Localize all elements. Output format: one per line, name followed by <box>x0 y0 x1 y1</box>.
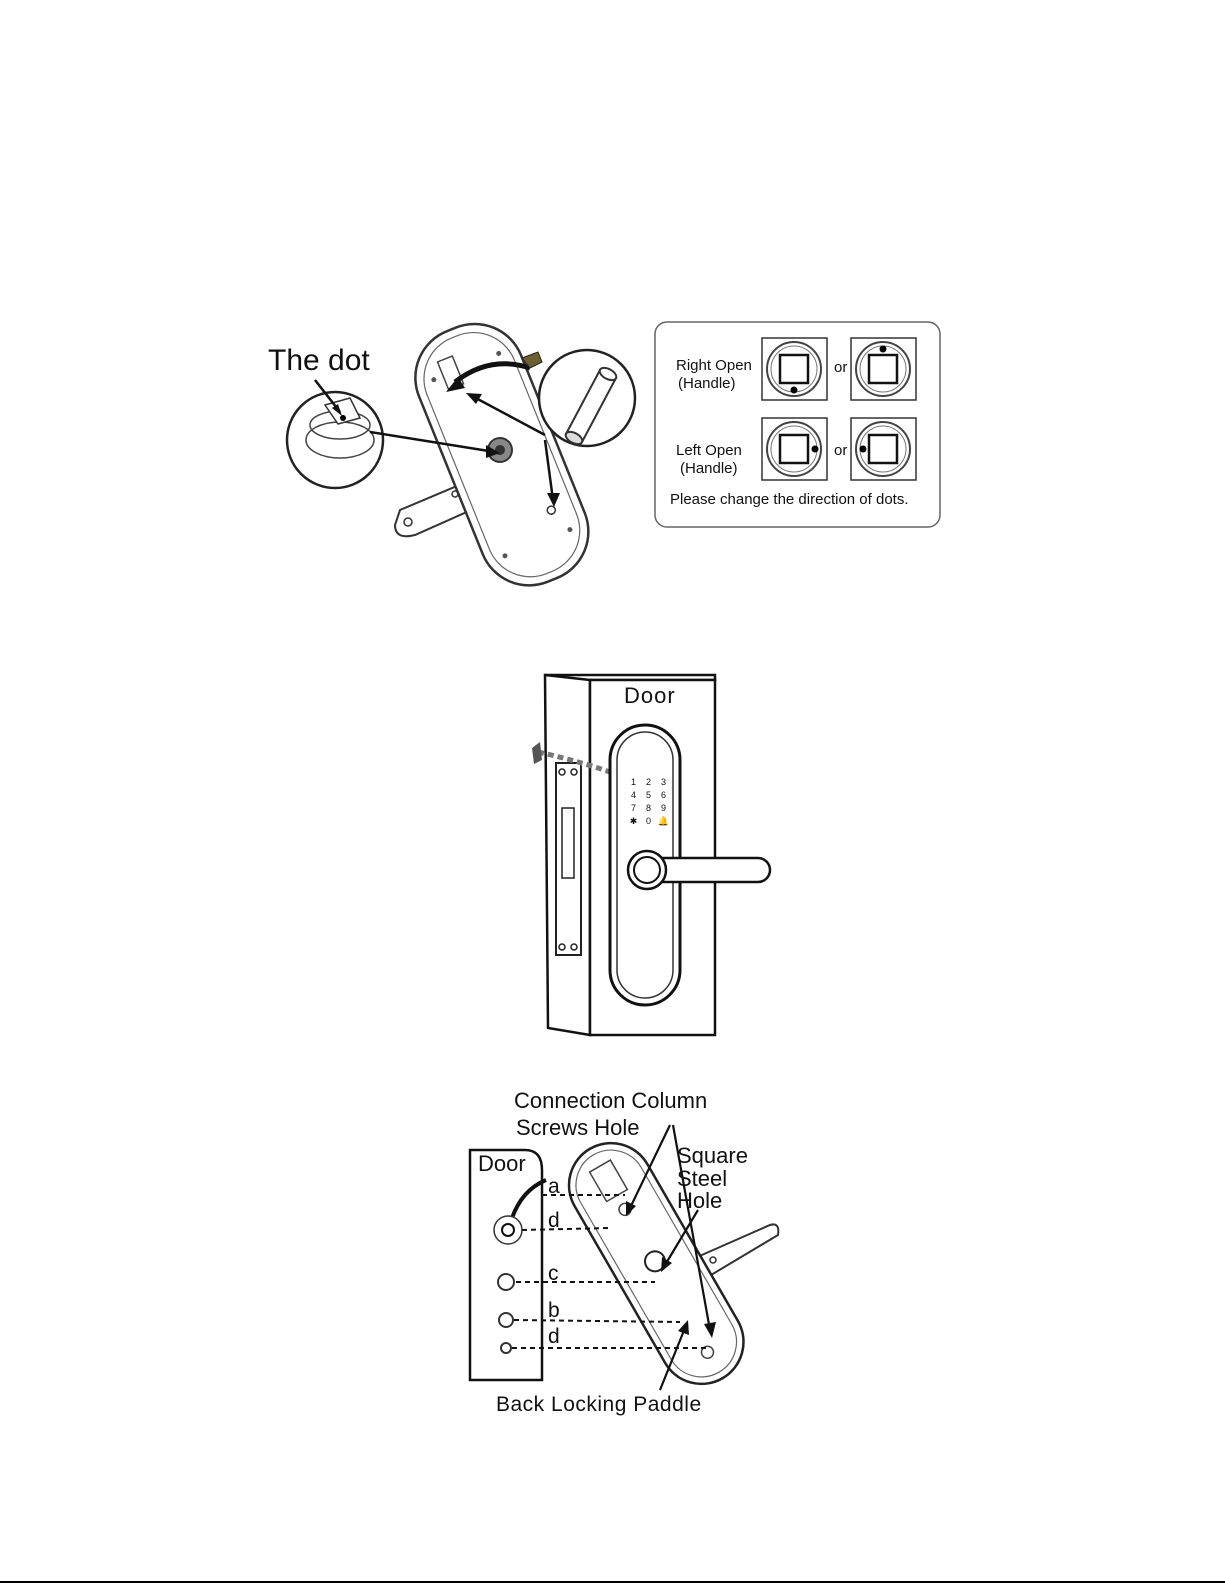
hole-letter: d <box>548 1326 560 1347</box>
left-open-icon-2 <box>851 418 916 480</box>
keypad-key: 4 <box>626 790 641 800</box>
keypad-key: ✱ <box>626 816 641 827</box>
connection-column-label: Connection Column <box>514 1090 707 1112</box>
hole-letter: c <box>548 1263 559 1284</box>
page-bottom-rule <box>0 1581 1225 1583</box>
keypad-key: 2 <box>641 777 656 787</box>
hole-letter: a <box>548 1176 560 1197</box>
left-open-label: Left Open <box>676 443 742 458</box>
keypad: 1 2 3 4 5 6 7 8 9 ✱ 0 🔔 <box>626 777 670 827</box>
or-label-top: or <box>834 360 847 375</box>
door-lock-mounted-figure: Door 1 2 3 4 5 6 7 8 9 ✱ 0 🔔 <box>520 660 820 1050</box>
keypad-key: 9 <box>656 803 671 813</box>
door-label-top: Door <box>624 685 676 707</box>
keypad-key: 8 <box>641 803 656 813</box>
mounting-holes-figure: Connection Column Screws Hole Square Ste… <box>460 1080 800 1425</box>
screws-hole-label: Screws Hole <box>516 1117 639 1139</box>
back-locking-paddle-label: Back Locking Paddle <box>496 1394 702 1415</box>
hole-label: Hole <box>677 1190 722 1212</box>
right-open-handle-label: (Handle) <box>678 376 736 391</box>
right-open-icon-1 <box>762 338 827 400</box>
keypad-key: 5 <box>641 790 656 800</box>
right-open-icon-2 <box>851 338 916 400</box>
keypad-key: 0 <box>641 816 656 827</box>
left-open-handle-label: (Handle) <box>680 461 738 476</box>
keypad-key: 7 <box>626 803 641 813</box>
door-label-side: Door <box>478 1153 526 1175</box>
bell-icon: 🔔 <box>656 816 671 827</box>
or-label-bottom: or <box>834 443 847 458</box>
left-open-icon-1 <box>762 418 827 480</box>
right-open-label: Right Open <box>676 358 752 373</box>
keypad-key: 3 <box>656 777 671 787</box>
hole-letter: d <box>548 1210 560 1231</box>
square-label: Square <box>677 1145 748 1167</box>
steel-label: Steel <box>677 1168 727 1190</box>
hole-letter: b <box>548 1300 560 1321</box>
direction-note: Please change the direction of dots. <box>670 492 909 507</box>
handle-direction-figure: The dot Right Open (Handle) or Left Open… <box>250 300 970 590</box>
keypad-key: 1 <box>626 777 641 787</box>
door-drawing <box>520 660 820 1050</box>
keypad-key: 6 <box>656 790 671 800</box>
dot-label: The dot <box>268 346 370 376</box>
